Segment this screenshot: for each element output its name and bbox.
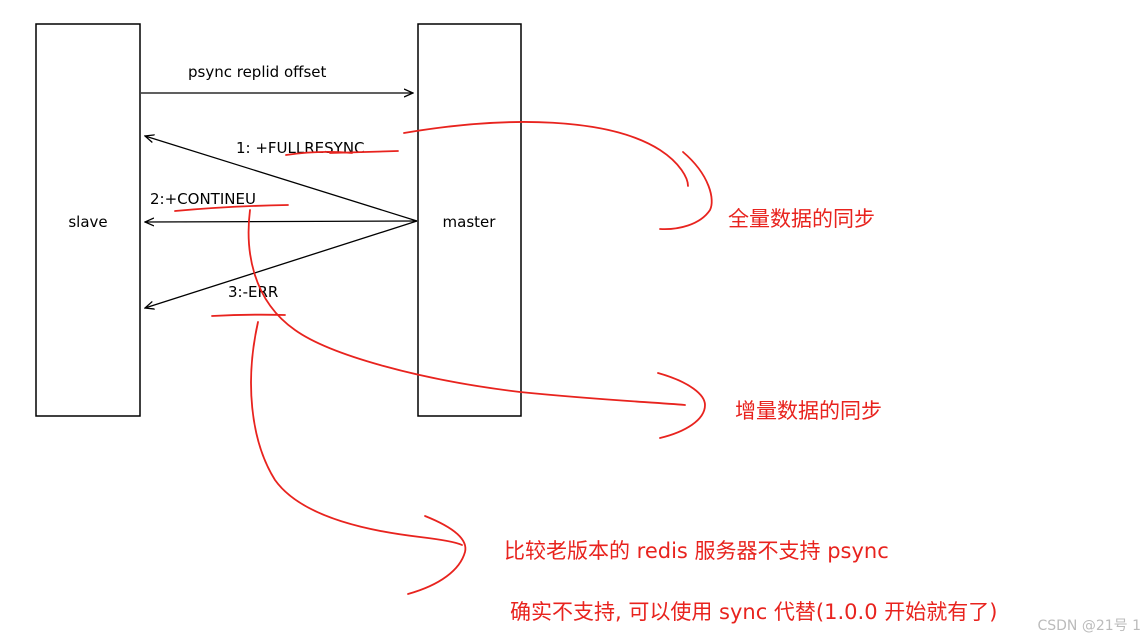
master-box	[417, 23, 522, 417]
reply-fullresync-arrow	[145, 136, 418, 222]
slave-label: slave	[68, 213, 107, 231]
master-label: master	[443, 213, 497, 231]
old-version-bracket	[407, 515, 467, 595]
old-version-text-2: 确实不支持, 可以使用 sync 代替(1.0.0 开始就有了)	[510, 600, 997, 624]
incremental-sync-text: 增量数据的同步	[735, 399, 882, 423]
incremental-curve	[247, 209, 686, 406]
continue-underline	[174, 204, 289, 212]
old-version-curve	[250, 321, 463, 546]
fullresync-underline	[285, 150, 399, 156]
fullsync-curve	[403, 121, 689, 187]
incremental-bracket	[657, 372, 706, 439]
reply-1-label: 1: +FULLRESYNC	[236, 139, 365, 157]
fullsync-bracket	[659, 151, 713, 230]
request-label: psync replid offset	[188, 63, 327, 81]
reply-3-label: 3:-ERR	[228, 283, 278, 301]
err-underline	[211, 313, 286, 317]
watermark: CSDN @21号 1	[1037, 618, 1141, 634]
full-sync-text: 全量数据的同步	[728, 207, 875, 231]
reply-err-arrow	[145, 220, 418, 308]
reply-continue-arrow	[145, 221, 418, 222]
old-version-text-1: 比较老版本的 redis 服务器不支持 psync	[504, 539, 889, 563]
reply-2-label: 2:+CONTINEU	[150, 190, 256, 208]
slave-box	[35, 23, 141, 417]
